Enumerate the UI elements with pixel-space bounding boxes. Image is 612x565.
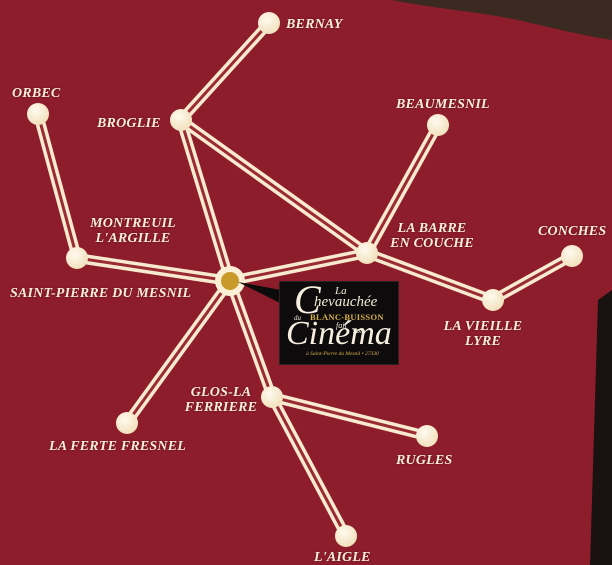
route-gap-center-ferte (125, 280, 232, 424)
route-gap-beaumesnil-barre (365, 124, 440, 254)
logo-du: du (294, 314, 301, 322)
town-marker-orbec (27, 103, 49, 125)
label-glos-la-ferriere: GLOS-LA FERRIERE (180, 385, 262, 415)
logo-fait: fait (336, 321, 347, 330)
logo-cinema: Cinéma (286, 315, 392, 352)
logo-chevauchee: hevauchée (314, 294, 378, 310)
town-marker-vieille (482, 289, 504, 311)
town-marker-beaumesnil (427, 114, 449, 136)
label-saint-pierre: SAINT-PIERRE DU MESNIL (10, 286, 192, 301)
route-gap-vieille-conches (492, 254, 573, 302)
label-montreuil-line2: L'ARGILLE (95, 231, 171, 246)
route-gap-orbec-montreuil (36, 113, 79, 259)
town-marker-conches (561, 245, 583, 267)
route-gap-broglie-center (179, 119, 232, 282)
label-glos-line1: GLOS-LA (190, 385, 252, 400)
town-markers (27, 12, 583, 547)
label-la-vieille-line2: LYRE (464, 334, 502, 349)
label-rugles: RUGLES (396, 453, 453, 468)
logo-blanc-buisson: BLANC-BUISSON (310, 312, 384, 322)
label-la-barre: LA BARRE EN COUCHE (384, 221, 480, 251)
label-la-barre-line1: LA BARRE (397, 221, 467, 236)
town-marker-bernay (258, 12, 280, 34)
routes (33, 18, 577, 541)
cinema-logo: C La hevauchée du BLANC-BUISSON fait son… (279, 277, 399, 365)
label-montreuil-line1: MONTREUIL (90, 216, 176, 231)
town-marker-center (221, 272, 239, 290)
route-gap-glos-aigle (270, 396, 348, 537)
label-beaumesnil: BEAUMESNIL (396, 97, 490, 112)
right-edge-shadow (590, 290, 612, 565)
town-marker-montreuil (66, 247, 88, 269)
logo-la: La (335, 285, 347, 297)
label-conches: CONCHES (538, 224, 607, 239)
town-marker-broglie (170, 109, 192, 131)
pointer-arrow (238, 282, 292, 306)
label-l-aigle: L'AIGLE (314, 550, 371, 565)
label-broglie: BROGLIE (97, 116, 161, 131)
route-gap-broglie-barre (180, 118, 368, 255)
route-gap-montreuil-center (76, 256, 231, 283)
route-gap-glos-rugles (271, 395, 428, 438)
town-marker-glos (261, 386, 283, 408)
town-marker-ferte (116, 412, 138, 434)
label-la-vieille-line1: LA VIEILLE (443, 319, 523, 334)
label-la-barre-line2: EN COUCHE (390, 236, 474, 251)
logo-address: à Saint-Pierre du Mesnil • 27330 (306, 351, 379, 357)
label-la-ferte-fresnel: LA FERTE FRESNEL (49, 439, 187, 454)
label-bernay: BERNAY (286, 17, 343, 32)
label-orbec: ORBEC (12, 86, 61, 101)
route-gap-bernay-broglie (179, 21, 271, 122)
label-montreuil: MONTREUIL L'ARGILLE (86, 216, 180, 246)
route-gap-center-glos (228, 280, 274, 398)
logo-son: son (353, 326, 365, 335)
logo-big-c: C (294, 277, 321, 322)
town-marker-barre (356, 242, 378, 264)
corner-texture (392, 0, 612, 40)
town-marker-rugles (416, 425, 438, 447)
route-gap-barre-vieille (366, 251, 494, 302)
label-glos-line2: FERRIERE (184, 400, 258, 415)
route-gap-center-barre (229, 251, 368, 283)
label-la-vieille-lyre: LA VIEILLE LYRE (436, 319, 530, 349)
town-marker-aigle (335, 525, 357, 547)
